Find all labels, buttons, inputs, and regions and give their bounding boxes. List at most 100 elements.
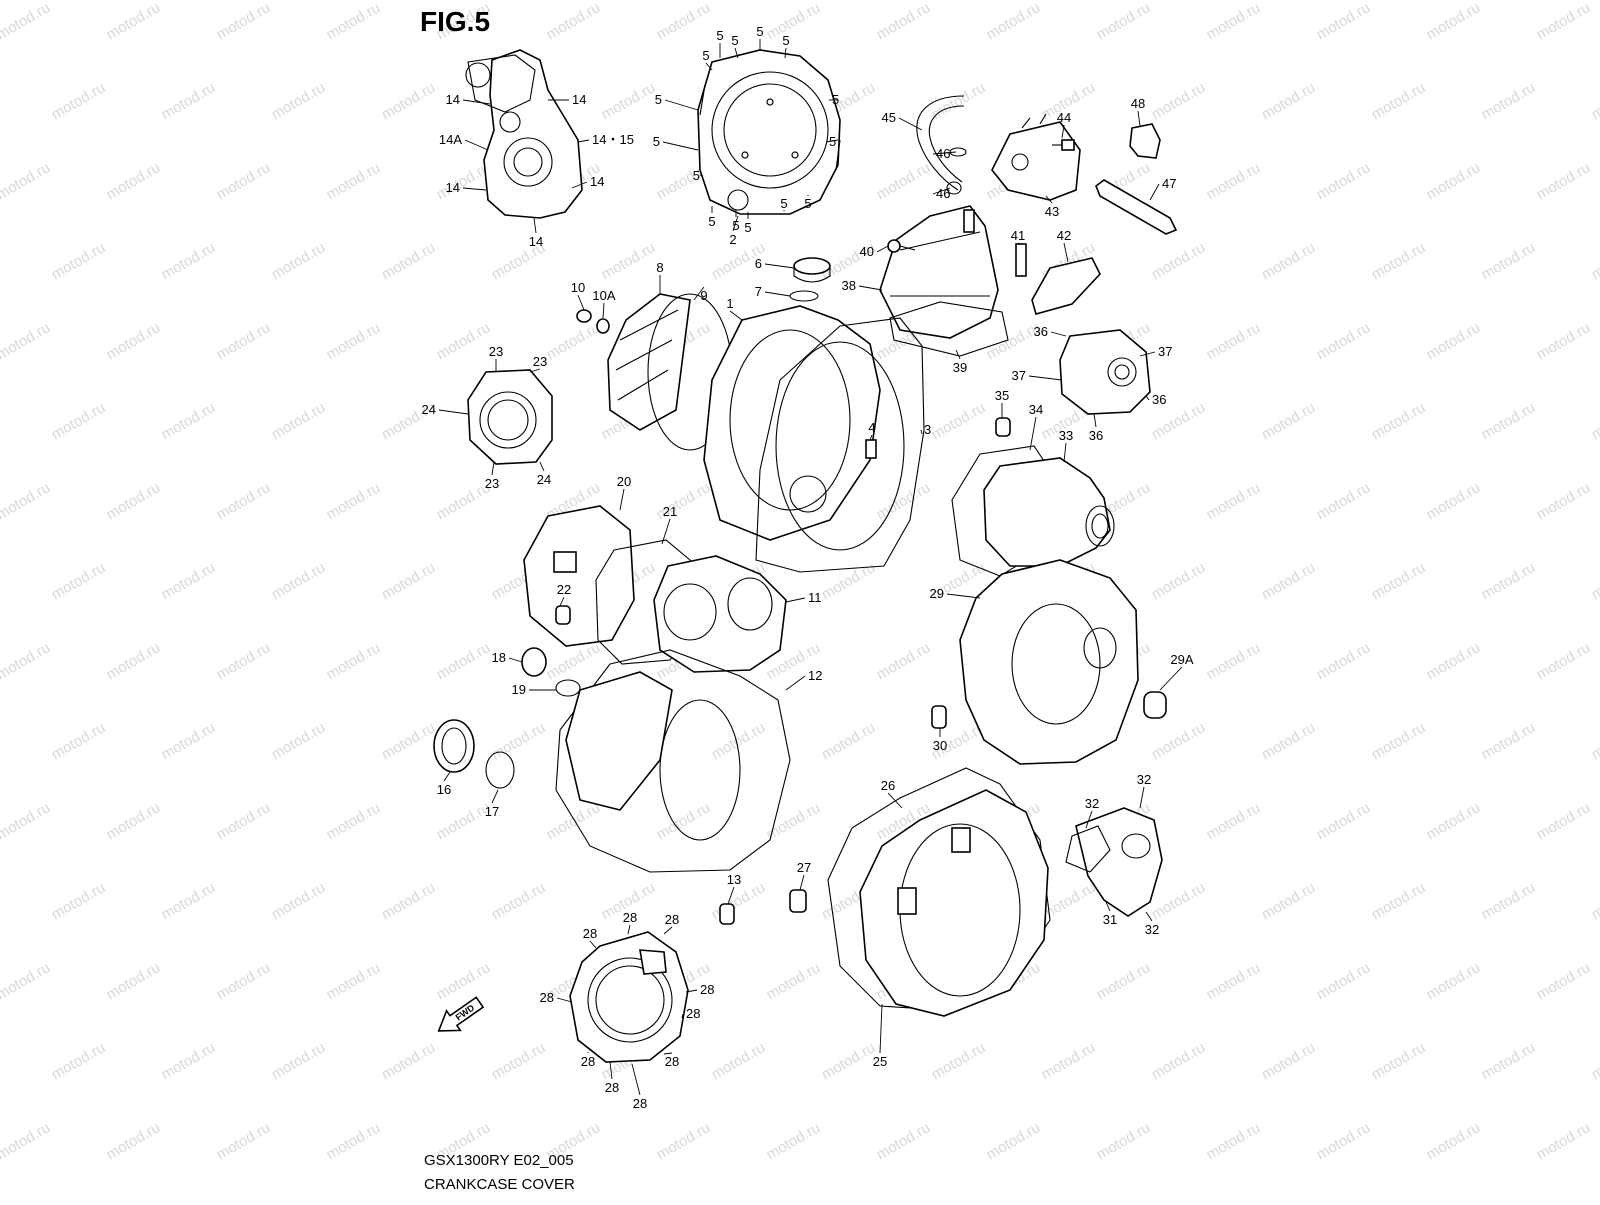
leader-line: [956, 350, 960, 359]
callout-label: 10: [571, 280, 585, 295]
watermark-text: motod.ru: [1589, 1039, 1600, 1083]
watermark-text: motod.ru: [104, 159, 164, 203]
callout-label: 24: [537, 472, 551, 487]
watermark-text: motod.ru: [379, 1039, 439, 1083]
callout-label: 29: [930, 586, 944, 601]
callout-label: 28: [665, 912, 679, 927]
leader-line: [786, 676, 805, 690]
callout-label: 13: [727, 872, 741, 887]
watermark-text: motod.ru: [1424, 0, 1484, 43]
watermark-text: motod.ru: [1259, 239, 1319, 283]
callout-label: 28: [623, 910, 637, 925]
callout-label: 5: [708, 214, 715, 229]
watermark-text: motod.ru: [159, 879, 219, 923]
leader-line: [859, 286, 882, 290]
watermark-text: motod.ru: [214, 479, 274, 523]
watermark-text: motod.ru: [214, 159, 274, 203]
watermark-text: motod.ru: [0, 159, 53, 203]
callout-label: 28: [665, 1054, 679, 1069]
watermark-text: motod.ru: [1534, 0, 1594, 43]
callout-label: 32: [1085, 796, 1099, 811]
callout-label: 29A: [1170, 652, 1193, 667]
watermark-text: motod.ru: [874, 1119, 934, 1163]
callout-label: 28: [700, 982, 714, 997]
callout-label: 5: [693, 168, 700, 183]
model-code: GSX1300RY E02_005: [424, 1152, 574, 1169]
watermark-text: motod.ru: [1259, 559, 1319, 603]
leader-line: [1138, 111, 1140, 126]
part-dowel-13: [720, 904, 734, 924]
watermark-text: motod.ru: [159, 559, 219, 603]
leader-line: [730, 311, 742, 320]
watermark-text: motod.ru: [1424, 959, 1484, 1003]
watermark-text: motod.ru: [324, 0, 384, 43]
callout-label: 37: [1158, 344, 1172, 359]
callout-label: 23: [485, 476, 499, 491]
watermark-text: motod.ru: [1204, 1119, 1264, 1163]
watermark-text: motod.ru: [1314, 959, 1374, 1003]
watermark-text: motod.ru: [1204, 319, 1264, 363]
callout-label: 28: [581, 1054, 595, 1069]
watermark-text: motod.ru: [214, 639, 274, 683]
watermark-text: motod.ru: [159, 719, 219, 763]
watermark-text: motod.ru: [49, 79, 109, 123]
watermark-text: motod.ru: [104, 479, 164, 523]
leader-line: [530, 369, 540, 372]
watermark-text: motod.ru: [1369, 239, 1429, 283]
watermark-text: motod.ru: [764, 959, 824, 1003]
part-plug-16: [434, 720, 474, 772]
watermark-text: motod.ru: [1094, 959, 1154, 1003]
callout-label: 2: [729, 232, 736, 247]
watermark-text: motod.ru: [1369, 79, 1429, 123]
watermark-text: motod.ru: [819, 1039, 879, 1083]
leader-line: [492, 462, 494, 475]
watermark-text: motod.ru: [214, 959, 274, 1003]
part-generator-cover-29: [960, 560, 1138, 764]
watermark-text: motod.ru: [1534, 479, 1594, 523]
callout-label: 12: [808, 668, 822, 683]
watermark-text: motod.ru: [819, 559, 879, 603]
callout-label: 18: [492, 650, 506, 665]
part-clutch-cover-1: [704, 306, 880, 540]
leader-line: [880, 1004, 882, 1053]
watermark-text: motod.ru: [104, 0, 164, 43]
watermark-text: motod.ru: [379, 719, 439, 763]
watermark-text: motod.ru: [269, 719, 329, 763]
watermark-text: motod.ru: [1204, 959, 1264, 1003]
watermark-text: motod.ru: [764, 1119, 824, 1163]
watermark-text: motod.ru: [544, 0, 604, 43]
leader-line: [590, 941, 596, 948]
watermark-text: motod.ru: [544, 319, 604, 363]
part-dowel-30: [932, 706, 946, 728]
callout-label: 5: [702, 48, 709, 63]
callout-label: 28: [605, 1080, 619, 1095]
callout-label: 14A: [439, 132, 462, 147]
watermark-text: motod.ru: [1424, 799, 1484, 843]
part-dowel-35: [996, 418, 1010, 436]
callout-label: 46: [936, 186, 950, 201]
watermark-text: motod.ru: [874, 479, 934, 523]
leader-line: [800, 875, 804, 890]
watermark-text: motod.ru: [269, 399, 329, 443]
leader-line: [628, 925, 630, 934]
watermark-text: motod.ru: [1204, 159, 1264, 203]
callout-label: 41: [1011, 228, 1025, 243]
watermark-text: motod.ru: [0, 959, 53, 1003]
callout-label: 5: [780, 196, 787, 211]
watermark-text: motod.ru: [49, 879, 109, 923]
leader-line: [632, 1064, 640, 1095]
watermark-text: motod.ru: [654, 1119, 714, 1163]
part-bolt-41: [1016, 244, 1026, 276]
callout-label: 5: [756, 24, 763, 39]
callout-label: 28: [540, 990, 554, 1005]
watermark-text: motod.ru: [324, 479, 384, 523]
watermark-text: motod.ru: [1589, 239, 1600, 283]
watermark-text: motod.ru: [764, 0, 824, 43]
callout-label: 36: [1034, 324, 1048, 339]
watermark-text: motod.ru: [49, 1039, 109, 1083]
leader-line: [444, 772, 450, 781]
watermark-text: motod.ru: [1039, 1039, 1099, 1083]
watermark-text: motod.ru: [324, 639, 384, 683]
watermark-text: motod.ru: [1534, 639, 1594, 683]
leader-line: [947, 594, 980, 598]
